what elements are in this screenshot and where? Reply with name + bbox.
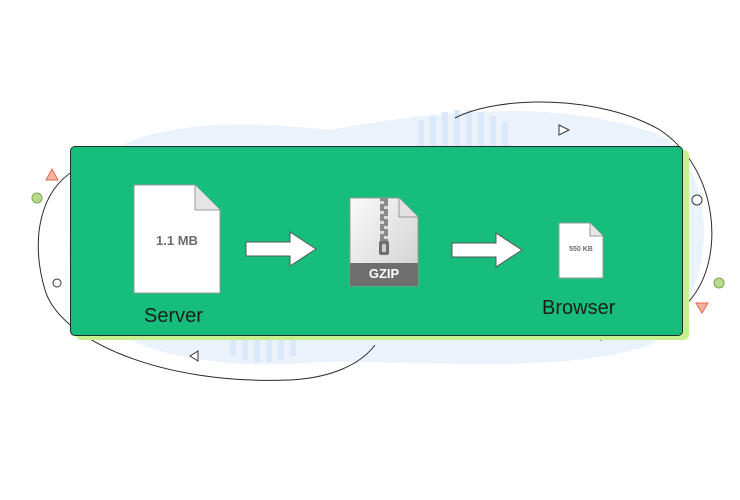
server-file: 1.1 MB xyxy=(133,184,221,294)
zip-file-icon xyxy=(349,197,419,287)
circle-icon xyxy=(713,277,725,289)
triangle-icon xyxy=(695,302,709,314)
server-file-size: 1.1 MB xyxy=(156,233,198,248)
server-caption: Server xyxy=(144,305,203,327)
outline-curve-left xyxy=(37,169,376,381)
browser-file: 550 KB xyxy=(558,222,604,279)
stripes-top xyxy=(418,110,508,146)
gzip-file: GZIP xyxy=(349,197,419,287)
file-icon xyxy=(558,222,604,279)
circle-icon xyxy=(52,278,62,288)
triangle-icon xyxy=(45,167,59,181)
circle-icon xyxy=(691,194,703,206)
gzip-label: GZIP xyxy=(368,266,400,281)
circle-icon xyxy=(31,192,43,204)
browser-caption: Browser xyxy=(542,297,616,319)
stripes-bottom xyxy=(230,334,296,362)
browser-file-size: 550 KB xyxy=(569,246,593,253)
triangle-icon xyxy=(189,350,199,362)
triangle-icon xyxy=(558,124,571,136)
arrow-right-icon xyxy=(451,232,523,268)
compression-panel: 1.1 MB Server xyxy=(70,146,683,336)
arrow-right-icon xyxy=(245,231,317,267)
file-icon xyxy=(133,184,221,294)
